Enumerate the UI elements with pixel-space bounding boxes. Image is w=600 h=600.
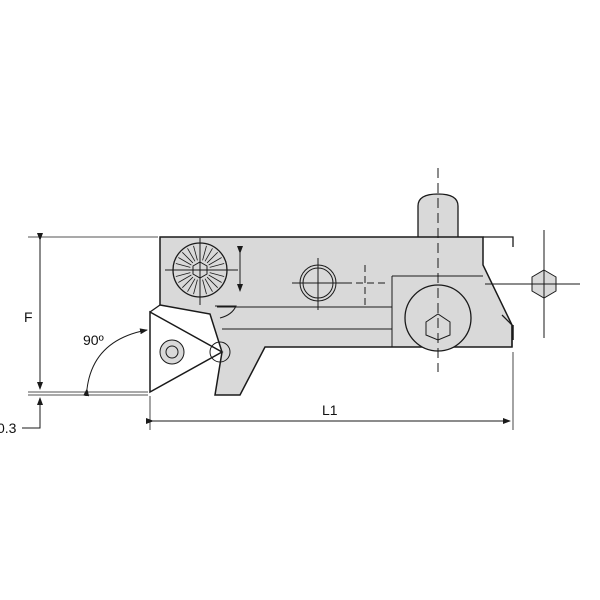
knurl-line (204, 278, 213, 292)
knurl-line (202, 245, 207, 261)
cutting-insert (149, 310, 224, 394)
offset-label: 0.3 (0, 420, 17, 436)
length-label: L1 (322, 402, 338, 418)
knurl-line (202, 279, 207, 295)
knurl-line (178, 257, 192, 266)
angle-arc (83, 328, 148, 397)
knurl-line (187, 248, 196, 262)
knurl-line (175, 263, 191, 268)
knurl-line (209, 272, 225, 277)
knurl-line (208, 274, 222, 283)
knurl-line (206, 252, 218, 264)
knurl-line (187, 278, 196, 292)
knurl-line (193, 279, 198, 295)
knurl-line (208, 257, 222, 266)
knurl-line (178, 274, 192, 283)
height-label: F (24, 309, 33, 325)
knurl-line (204, 248, 213, 262)
knurl-line (182, 276, 194, 288)
knurl-line (209, 263, 225, 268)
knurl-line (193, 245, 198, 261)
knurl-line (206, 276, 218, 288)
knurl-line (175, 272, 191, 277)
knurl-line (182, 252, 194, 264)
insert-screw-icon (159, 339, 185, 365)
angle-label: 90º (83, 332, 104, 348)
